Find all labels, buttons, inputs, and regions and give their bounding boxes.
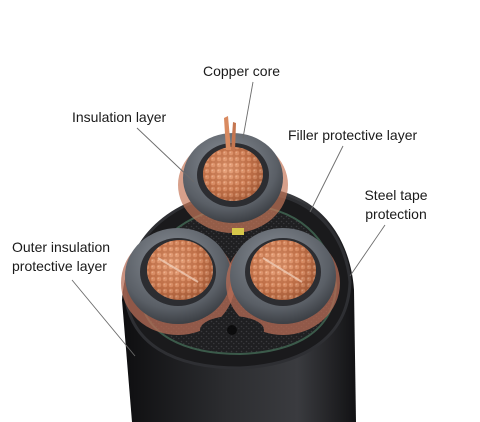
- steel-tape-line2: protection: [365, 206, 427, 222]
- filler-protective-layer-label: Filler protective layer: [288, 127, 418, 143]
- copper-core-label: Copper core: [203, 63, 281, 79]
- insulation-leader: [136, 127, 195, 183]
- steel-tape-leader: [349, 224, 386, 277]
- outer-insulation-line1: Outer insulation: [12, 239, 111, 255]
- filler-leader: [309, 145, 344, 213]
- outer-insulation-protective-layer-label: Outer insulation protective layer: [12, 238, 110, 276]
- steel-tape-protection-label: Steel tape protection: [356, 186, 436, 224]
- insulation-layer-label: Insulation layer: [72, 109, 167, 125]
- right-conductor: [226, 228, 340, 335]
- top-conductor: [178, 116, 288, 235]
- copper-core-leader: [242, 81, 254, 139]
- outer-insulation-leader: [71, 279, 136, 357]
- outer-insulation-line2: protective layer: [12, 258, 107, 274]
- left-conductor: [121, 228, 235, 335]
- steel-tape-line1: Steel tape: [364, 187, 428, 203]
